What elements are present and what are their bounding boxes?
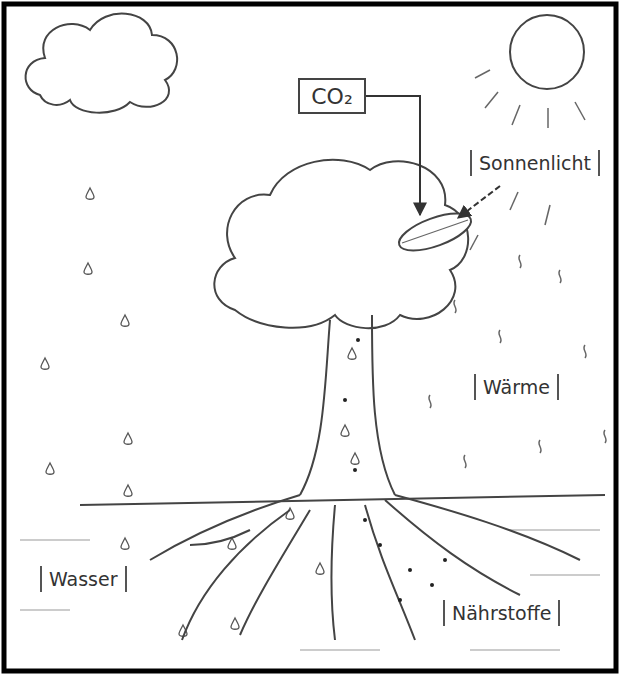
soil-lines	[20, 530, 600, 650]
factor-label: Wasser	[40, 566, 127, 592]
factor-label: Nährstoffe	[443, 600, 560, 626]
label-box: CO₂	[298, 78, 366, 114]
box-text: CO₂	[311, 84, 353, 109]
co2-leader-arrow	[366, 96, 420, 215]
sunlight-leader-arrow	[458, 186, 500, 218]
cloud	[26, 14, 178, 113]
nutrient-dots	[343, 338, 447, 602]
frame	[4, 4, 616, 671]
tree-roots	[150, 495, 580, 640]
tree-trunk	[300, 315, 395, 495]
factor-label: Sonnenlicht	[470, 150, 600, 176]
sun	[510, 15, 584, 89]
factor-label: Wärme	[474, 374, 559, 400]
ground-line	[80, 495, 605, 505]
